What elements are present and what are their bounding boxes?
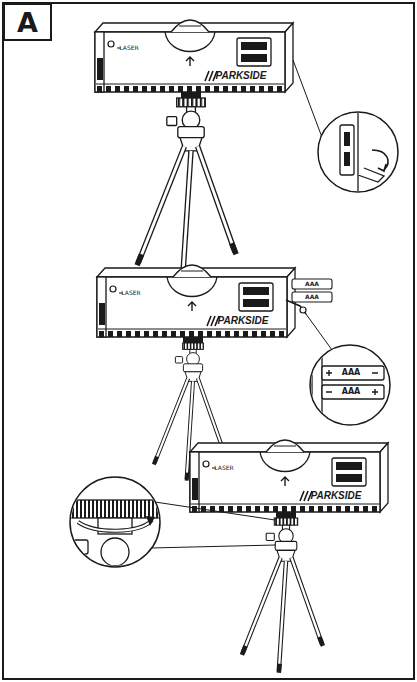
battery-label: AAA	[305, 281, 319, 287]
brand-logo: PARKSIDE	[218, 316, 269, 326]
figure-letter: A	[17, 9, 38, 36]
brand-logo: PARKSIDE	[216, 71, 267, 81]
battery-label: AAA	[342, 388, 361, 396]
brand-logo: PARKSIDE	[311, 491, 362, 501]
device-marking: LASER	[121, 290, 140, 296]
device-marking: LASER	[214, 465, 233, 471]
figure-label-box: A	[3, 3, 52, 41]
battery-label: AAA	[342, 369, 361, 377]
battery-label: AAA	[305, 294, 319, 300]
device-marking: LASER	[119, 45, 138, 51]
